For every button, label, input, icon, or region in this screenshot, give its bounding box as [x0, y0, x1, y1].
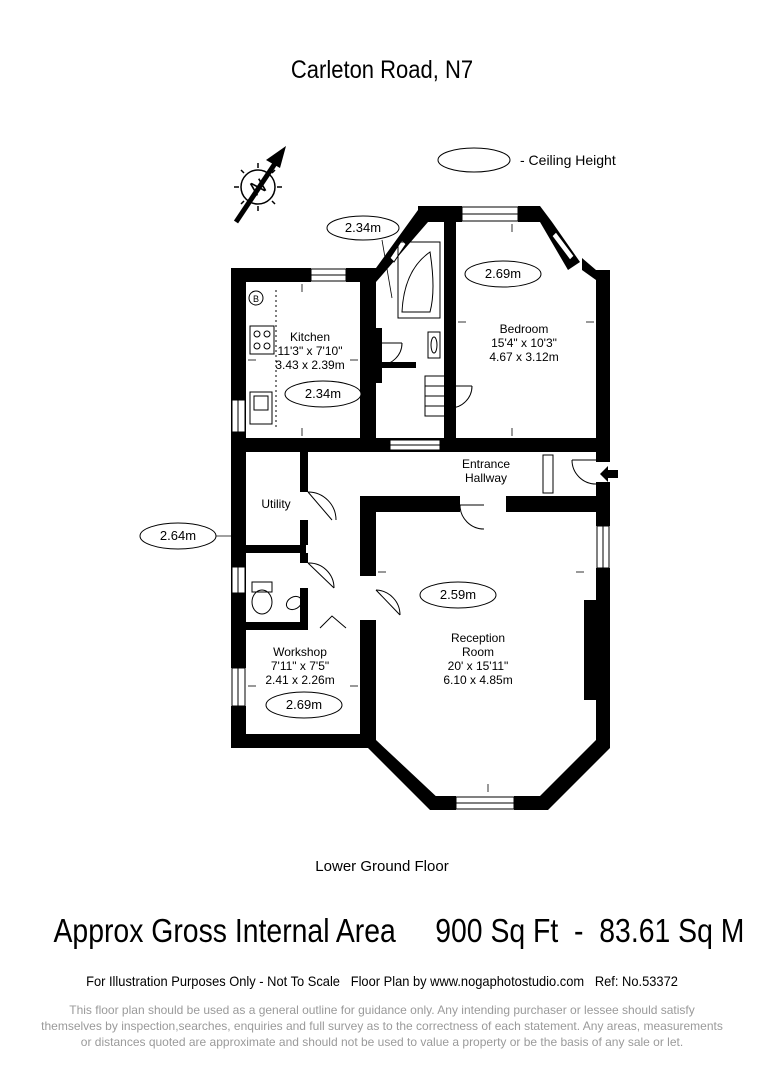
workshop-ceiling-marker: [265, 691, 343, 719]
kitchen-name: Kitchen: [289, 330, 331, 344]
workshop-imperial: 7'11" x 7'5": [270, 659, 330, 673]
gross-internal-area: Approx Gross Internal Area 900 Sq Ft - 8…: [53, 912, 745, 949]
bedroom-ceiling-marker: [464, 260, 542, 288]
doors: [307, 342, 597, 629]
fixtures: [249, 241, 448, 615]
reception-ceiling-label: 2.59m: [439, 587, 477, 602]
utility-name: Utility: [261, 497, 291, 511]
reception-name-line2: Room: [461, 645, 494, 659]
bedroom-imperial: 15'4" x 10'3": [491, 336, 557, 350]
workshop-name: Workshop: [273, 645, 327, 659]
workshop-metric: 2.41 x 2.26m: [265, 673, 335, 687]
kitchen-ceiling-label: 2.34m: [304, 386, 342, 401]
kitchen-label: Kitchen 11'3" x 7'10" 3.43 x 2.39m: [270, 330, 350, 372]
floor-name: Lower Ground Floor: [315, 858, 449, 875]
bedroom-metric: 4.67 x 3.12m: [489, 350, 559, 364]
ceiling-legend-icon: [437, 147, 511, 173]
workshop-ceiling-label: 2.69m: [285, 697, 323, 712]
bathroom-ceiling-marker: [326, 215, 400, 241]
compass-icon: N: [233, 146, 286, 224]
bedroom-ceiling-label: 2.69m: [484, 266, 522, 281]
reception-name-line1: Reception: [450, 631, 506, 645]
utility-ceiling-label: 2.64m: [159, 528, 197, 543]
disclaimer-line: For Illustration Purposes Only - Not To …: [86, 973, 678, 989]
hallway-label: Entrance Hallway: [446, 457, 526, 485]
windows: [231, 206, 610, 810]
hallway-name-line1: Entrance: [461, 457, 511, 471]
legend-label: - Ceiling Height: [520, 152, 616, 168]
workshop-label: Workshop 7'11" x 7'5" 2.41 x 2.26m: [258, 645, 342, 687]
entrance-arrow-icon: [600, 466, 618, 482]
kitchen-ceiling-marker: [284, 380, 362, 408]
dimension-ticks: [248, 224, 594, 792]
boiler-letter: B: [253, 294, 259, 304]
fineprint: This floor plan should be used as a gene…: [41, 1003, 723, 1049]
boiler-icon: [248, 290, 264, 306]
bedroom-label: Bedroom 15'4" x 10'3" 4.67 x 3.12m: [482, 322, 566, 364]
plan-title: Carleton Road, N7: [290, 56, 474, 84]
reception-metric: 6.10 x 4.85m: [443, 673, 513, 687]
kitchen-metric: 3.43 x 2.39m: [275, 358, 345, 372]
bedroom-name: Bedroom: [499, 322, 549, 336]
reception-label: Reception Room 20' x 15'11" 6.10 x 4.85m: [430, 631, 526, 687]
bathroom-ceiling-label: 2.34m: [344, 220, 382, 235]
hallway-name-line2: Hallway: [464, 471, 507, 485]
reception-ceiling-marker: [419, 581, 497, 609]
reception-imperial: 20' x 15'11": [447, 659, 509, 673]
kitchen-imperial: 11'3" x 7'10": [277, 344, 343, 358]
